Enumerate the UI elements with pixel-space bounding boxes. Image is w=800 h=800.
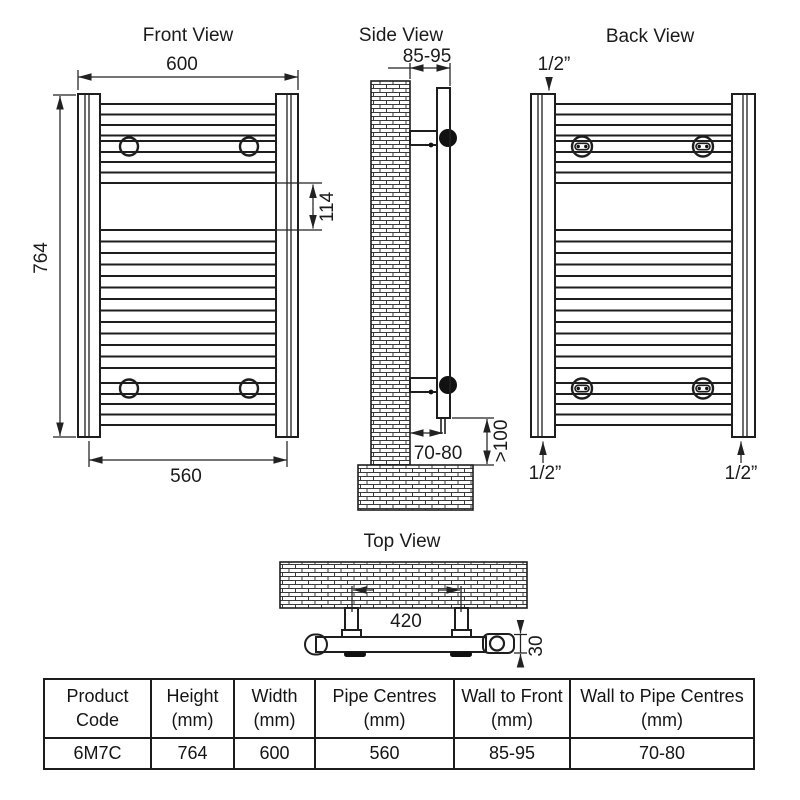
side-wall-bracket [409,130,438,146]
value-width: 600 [233,737,316,770]
tube-end-cap [304,633,328,656]
side-rail-profile [436,87,451,419]
front-rail-gap-dim-label: 114 [317,191,338,223]
col-header-wall-to-front: Wall to Front (mm) [453,678,571,739]
bottom-right-connection-label: 1/2” [724,463,758,484]
col-header-product-code: Product Code [43,678,152,739]
spec-table: Product Code Height (mm) Width (mm) Pipe… [43,678,755,770]
bar-end-cap [439,376,457,394]
front-cross-bars [100,103,276,426]
col-header-width: Width (mm) [233,678,316,739]
front-bracket-icon [118,136,140,157]
valve-port-icon [488,635,506,652]
col-header-wall-to-pipe-centres: Wall to Pipe Centres (mm) [569,678,755,739]
side-dimension-lines [388,63,494,466]
front-bracket-icon [118,378,140,399]
side-view-drawing [357,63,494,511]
spec-table-value-row: 6M7C 764 600 560 85-95 70-80 [43,737,755,770]
pipe-drop [440,418,446,434]
side-wall-bracket [409,377,438,393]
back-left-rail [530,93,556,438]
bottom-left-connection-label: 1/2” [528,463,562,484]
front-view-title: Front View [142,25,234,46]
top-view-drawing [279,561,528,668]
wall-to-pipe-centres-dim-label: 70-80 [413,443,463,464]
back-view-drawing [530,76,756,463]
col-header-pipe-centres: Pipe Centres (mm) [314,678,455,739]
value-wall-to-pipe-centres: 70-80 [569,737,755,770]
depth-dim-label: 30 [526,635,547,657]
front-bracket-icon [238,378,260,399]
front-view-drawing [53,70,322,467]
value-wall-to-front: 85-95 [453,737,571,770]
tube-body [315,636,487,653]
back-leader-lines [539,76,745,463]
valve-block [482,633,515,654]
value-height: 764 [150,737,235,770]
front-pipe-centres-dim-label: 560 [170,466,202,487]
value-product-code: 6M7C [43,737,152,770]
value-pipe-centres: 560 [314,737,455,770]
back-bracket-icons [570,135,715,400]
top-connection-label: 1/2” [537,54,571,75]
top-view-title: Top View [363,531,441,552]
floor-clearance-dim-label: >100 [491,419,512,463]
back-view-title: Back View [605,26,695,47]
spec-table-header-row: Product Code Height (mm) Width (mm) Pipe… [43,678,755,739]
wall-to-front-dim-label: 85-95 [402,46,452,67]
bar-end-cap [439,129,457,147]
wall-section [370,80,411,466]
floor-section [357,464,474,511]
front-dimension-lines [53,70,322,467]
front-bracket-icon [238,136,260,157]
front-width-dim-label: 600 [166,54,198,75]
wall-section-top [279,561,528,609]
front-height-dim-label: 764 [31,242,52,274]
side-view-title: Side View [358,25,444,46]
col-header-height: Height (mm) [150,678,235,739]
bracket-centres-dim-label: 420 [390,611,422,632]
